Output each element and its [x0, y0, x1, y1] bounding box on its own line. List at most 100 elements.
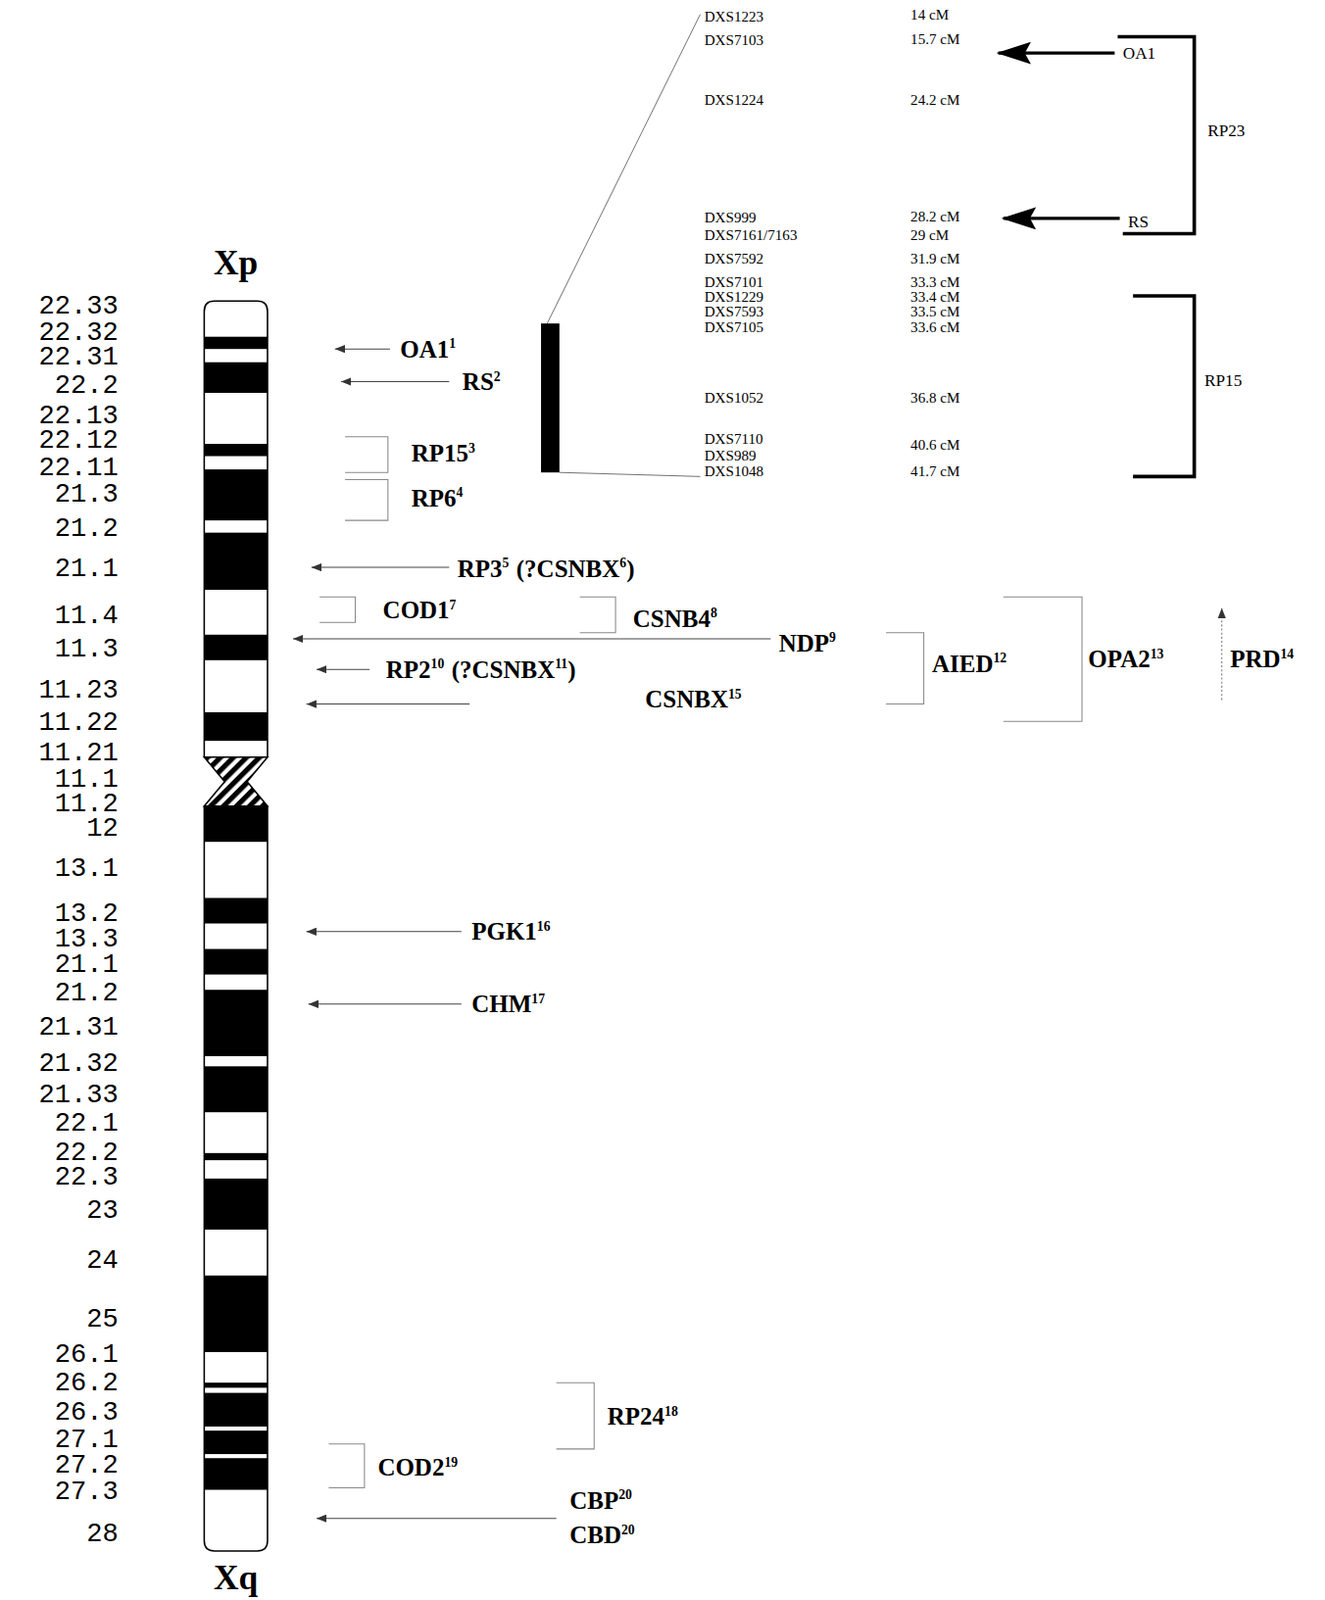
reference-number: 7	[449, 597, 457, 613]
band-label: 22.31	[39, 343, 119, 371]
band-label: 21.3	[54, 481, 119, 508]
genetic-distance: 14 cM	[910, 7, 949, 23]
locus-label: RP2418	[607, 1404, 679, 1429]
band-label: 11.22	[39, 709, 119, 737]
locus-label: PRD14	[1229, 646, 1294, 672]
label-text: PGK1	[471, 918, 538, 945]
band-label: 22.1	[54, 1110, 119, 1137]
label-text: (?CSNBX	[516, 555, 621, 583]
band-label: 11.21	[39, 739, 119, 767]
label-text: 21.31	[39, 1012, 119, 1043]
marker-name: DXS1229	[704, 290, 764, 305]
locus-label: OPA213	[1087, 646, 1164, 672]
genetic-distance: 33.6 cM	[910, 320, 960, 336]
label-text: RP6	[411, 485, 457, 512]
locus-label: CHM17	[471, 991, 545, 1017]
chromosome-band	[203, 989, 268, 1057]
locus-label: RP153	[411, 441, 476, 466]
interval-label: RP15	[1204, 372, 1242, 390]
locus-label: RP35(?CSNBX6)	[457, 556, 636, 582]
centromere	[203, 757, 268, 807]
label-text: DXS7593	[704, 303, 764, 320]
marker-name: DXS7101	[704, 275, 764, 291]
label-text: 21.33	[39, 1079, 119, 1111]
leader-arrow	[293, 637, 771, 639]
genetic-distance: 15.7 cM	[910, 32, 960, 48]
locus-label: CSNBX15	[644, 687, 741, 712]
label-text: Xq	[213, 1558, 258, 1598]
label-text: DXS1052	[704, 390, 764, 406]
label-text: 11.4	[54, 600, 119, 632]
genetic-distance: 33.4 cM	[910, 290, 960, 305]
reference-number: 3	[468, 441, 476, 456]
marker-name: DXS1052	[704, 391, 764, 406]
label-text: )	[626, 555, 635, 583]
label-text: DXS7105	[704, 319, 764, 336]
genetic-distance: 28.2 cM	[910, 209, 960, 225]
chromosome-band	[203, 469, 268, 521]
label-text: 21.32	[39, 1048, 119, 1080]
band-label: 21.31	[39, 1014, 119, 1041]
reference-number: 12	[992, 650, 1007, 666]
label-text: RP15	[1204, 371, 1242, 391]
label-text: OA1	[399, 336, 449, 363]
band-label: 24	[86, 1247, 119, 1275]
label-text: DXS7103	[704, 32, 764, 49]
chromosome-band	[203, 1458, 268, 1490]
reference-number: 13	[1150, 646, 1165, 662]
label-text: AIED	[932, 650, 993, 678]
marker-name: DXS7161/7163	[704, 228, 798, 244]
marker-name: DXS1048	[704, 464, 764, 480]
chromosome-band	[203, 1393, 268, 1427]
band-label: 25	[86, 1306, 119, 1333]
zoom-guide-line	[546, 14, 700, 325]
label-text: 22.3	[54, 1162, 119, 1193]
chromosome-band	[203, 1275, 268, 1353]
label-text: DXS7161/7163	[704, 227, 798, 244]
label-text: 41.7 cM	[910, 463, 960, 480]
band-label: 21.1	[54, 951, 119, 979]
chromosome-band	[203, 635, 268, 661]
interval-bracket	[1132, 295, 1194, 477]
reference-number: 18	[664, 1404, 679, 1420]
label-text: CSNBX	[644, 686, 729, 713]
region-bracket	[344, 437, 389, 473]
reference-number: 15	[728, 687, 742, 702]
label-text: 11.21	[39, 737, 119, 769]
label-text: 24	[86, 1245, 119, 1276]
label-text: 13.1	[54, 853, 119, 884]
reference-number: 20	[621, 1522, 636, 1538]
band-label: 21.1	[54, 555, 119, 583]
label-text: 26.2	[54, 1368, 119, 1399]
reference-number: 20	[618, 1487, 633, 1503]
label-text: OPA2	[1087, 645, 1150, 673]
band-label: 11.23	[39, 677, 119, 704]
label-text: OA1	[1123, 44, 1156, 63]
chromosome-band	[203, 1382, 268, 1388]
chromosome-band	[203, 1178, 268, 1230]
label-text: 21.2	[54, 978, 119, 1009]
region-bracket	[328, 1444, 364, 1489]
locus-label: AIED12	[932, 651, 1007, 677]
chromosome-band	[203, 362, 268, 393]
band-label: 13.2	[54, 900, 119, 928]
genetic-distance: 33.5 cM	[910, 304, 960, 320]
label-text: 22.12	[39, 425, 119, 456]
label-text: DXS989	[704, 447, 757, 464]
reference-number: 6	[619, 555, 627, 571]
label-text: RP3	[457, 555, 503, 583]
zoom-guide-line	[559, 472, 701, 477]
region-bracket	[885, 633, 925, 705]
marker-name: DXS7593	[704, 304, 764, 320]
band-label: 11.3	[54, 636, 119, 663]
label-text: 22.31	[39, 342, 119, 373]
label-text: 26.3	[54, 1397, 119, 1428]
genetic-distance: 24.2 cM	[910, 93, 960, 108]
locus-label: OA11	[399, 337, 456, 362]
label-text: 23	[86, 1195, 119, 1227]
band-label: 22.33	[39, 293, 119, 320]
label-text: 21.1	[54, 553, 119, 585]
label-text: DXS7592	[704, 250, 764, 267]
label-text: 40.6 cM	[910, 437, 960, 453]
